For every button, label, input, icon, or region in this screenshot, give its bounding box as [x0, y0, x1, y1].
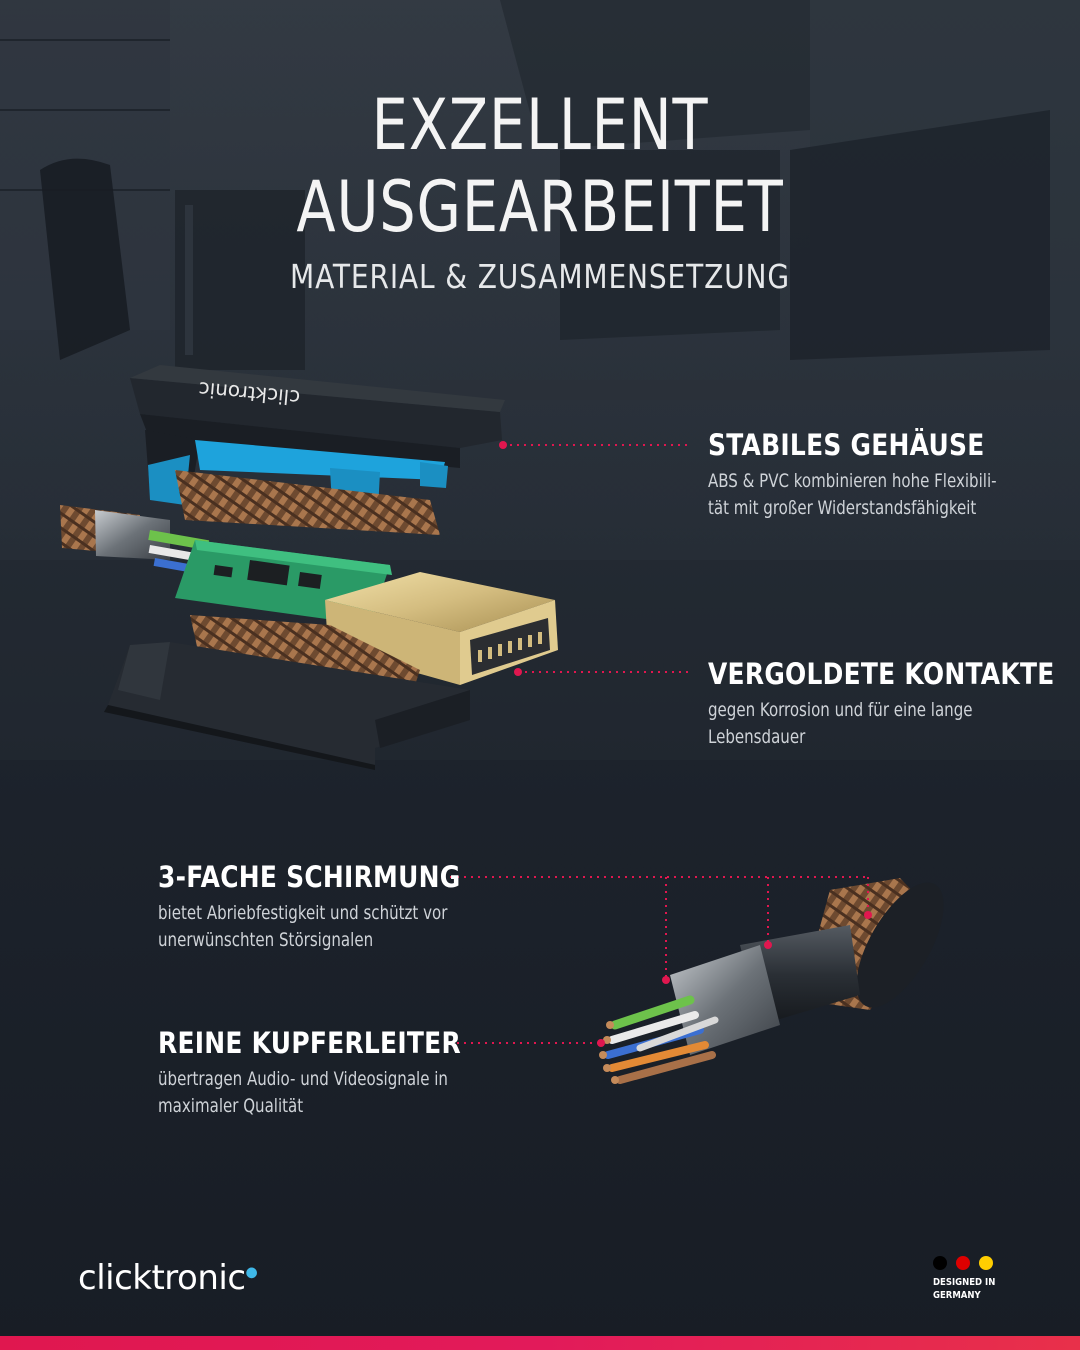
- feature-3-fache-schirmung: 3-FACHE SCHIRMUNG bietet Abriebfestigkei…: [158, 860, 510, 954]
- subtitle: MATERIAL & ZUSAMMENSETZUNG: [290, 257, 790, 296]
- feature-title: STABILES GEHÄUSE: [708, 428, 985, 462]
- feature-desc-line: übertragen Audio- und Videosignale in: [158, 1068, 448, 1090]
- feature-desc-line: Lebensdauer: [708, 726, 806, 748]
- feature-title: REINE KUPFERLEITER: [158, 1026, 461, 1060]
- german-flag-dots: [933, 1256, 1006, 1270]
- feature-title: 3-FACHE SCHIRMUNG: [158, 860, 461, 894]
- housing-bottom: [104, 642, 470, 770]
- feature-desc-line: gegen Korrosion und für eine lange: [708, 699, 973, 721]
- flag-dot-red-icon: [956, 1256, 970, 1270]
- feature-description: bietet Abriebfestigkeit und schützt vor …: [158, 900, 468, 954]
- feature-vergoldete-kontakte: VERGOLDETE KONTAKTE gegen Korrosion und …: [708, 657, 1080, 751]
- brand-logo: clicktronic●: [78, 1258, 258, 1298]
- feature-desc-line: unerwünschten Störsignalen: [158, 929, 374, 951]
- cable-cross-section: [599, 878, 944, 1084]
- badge-text: DESIGNED IN GERMANY: [933, 1276, 995, 1302]
- flag-dot-black-icon: [933, 1256, 947, 1270]
- feature-desc-line: bietet Abriebfestigkeit und schützt vor: [158, 902, 448, 924]
- feature-reine-kupferleiter: REINE KUPFERLEITER übertragen Audio- und…: [158, 1026, 510, 1120]
- brand-name: clicktronic: [78, 1258, 246, 1298]
- feature-description: ABS & PVC kombinieren hohe Flexibili- tä…: [708, 468, 997, 522]
- title-line-1: EXZELLENT: [371, 84, 709, 166]
- flag-dot-gold-icon: [979, 1256, 993, 1270]
- accent-bottom-bar: [0, 1336, 1080, 1350]
- feature-description: übertragen Audio- und Videosignale in ma…: [158, 1066, 468, 1120]
- brand-dot-icon: ●: [245, 1264, 258, 1281]
- feature-description: gegen Korrosion und für eine lange Leben…: [708, 697, 1063, 751]
- feature-title: VERGOLDETE KONTAKTE: [708, 657, 1055, 691]
- feature-desc-line: maximaler Qualität: [158, 1095, 304, 1117]
- gold-connector: [325, 572, 558, 685]
- feature-desc-line: ABS & PVC kombinieren hohe Flexibili-: [708, 470, 997, 492]
- feature-stabiles-gehaeuse: STABILES GEHÄUSE ABS & PVC kombinieren h…: [708, 428, 1036, 522]
- badge-line: DESIGNED IN: [933, 1277, 996, 1288]
- feature-desc-line: tät mit großer Widerstandsfähigkeit: [708, 497, 977, 519]
- leader-dots: [499, 441, 872, 1047]
- leader-lines: [450, 444, 869, 1044]
- badge-line: GERMANY: [933, 1290, 981, 1301]
- designed-in-germany-badge: DESIGNED IN GERMANY: [933, 1256, 1006, 1302]
- title-line-2: AUSGEARBEITET: [296, 166, 784, 248]
